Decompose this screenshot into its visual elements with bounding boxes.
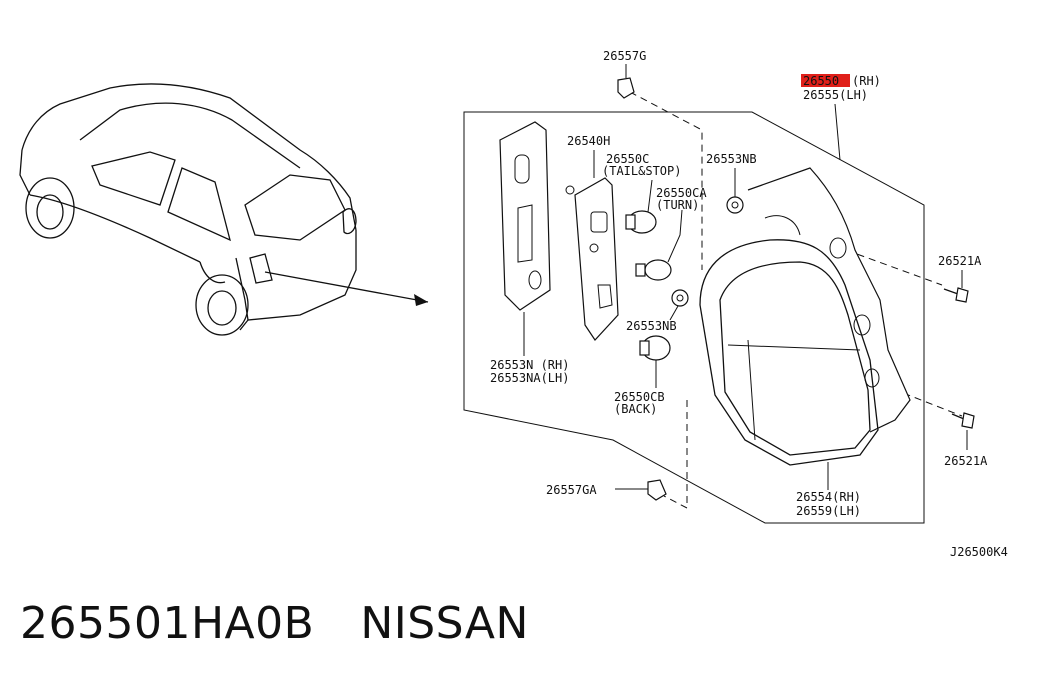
screw-26521A-bot [951, 412, 975, 450]
clip-26553NB-mid [669, 289, 689, 321]
label-26550-rh: (RH) [852, 74, 881, 88]
label-26555: 26555(LH) [803, 88, 868, 102]
label-26557G: 26557G [603, 49, 646, 63]
label-26553NA: 26553NA(LH) [490, 371, 569, 385]
label-26550CB-note: (BACK) [614, 402, 657, 416]
label-26521A-bot: 26521A [944, 454, 988, 468]
label-26553N: 26553N (RH) [490, 358, 569, 372]
label-26553NB-mid: 26553NB [626, 319, 677, 333]
label-26540H: 26540H [567, 134, 610, 148]
label-26557GA: 26557GA [546, 483, 597, 497]
part-labels: 26557G 26550 (RH) 26555(LH) 26540H 26550… [490, 49, 1008, 559]
car-illustration [19, 83, 429, 336]
grommet-26557GA [615, 479, 667, 501]
bulb-26550CA [635, 209, 683, 281]
label-26559: 26559(LH) [796, 504, 861, 518]
label-26521A-top: 26521A [938, 254, 982, 268]
bulb-26550C [625, 179, 657, 234]
caption: 265501HA0B NISSAN [20, 598, 529, 649]
clip-26553NB-top [726, 168, 744, 214]
label-26550C-note: (TAIL&STOP) [602, 164, 681, 178]
socket-board-26540H [565, 150, 619, 341]
gasket-26553N [499, 121, 551, 356]
highlight-box [801, 74, 850, 87]
detail-boundary [463, 111, 925, 524]
part-number: 265501HA0B [20, 598, 315, 649]
tail-lamp-housing [699, 103, 911, 490]
label-26550[interactable]: 26550 [803, 74, 839, 88]
label-26553NB-top: 26553NB [706, 152, 757, 166]
bulb-26550CB [639, 335, 671, 388]
diagram-code: J26500K4 [950, 545, 1008, 559]
label-26550CB: 26550CB [614, 390, 665, 404]
label-26554: 26554(RH) [796, 490, 861, 504]
screw-26521A-top [943, 270, 969, 303]
label-26550CA: 26550CA [656, 186, 707, 200]
grommet-26557G [617, 64, 635, 99]
label-26550CA-note: (TURN) [656, 198, 699, 212]
label-26550C: 26550C [606, 152, 649, 166]
brand-name: NISSAN [360, 598, 529, 649]
